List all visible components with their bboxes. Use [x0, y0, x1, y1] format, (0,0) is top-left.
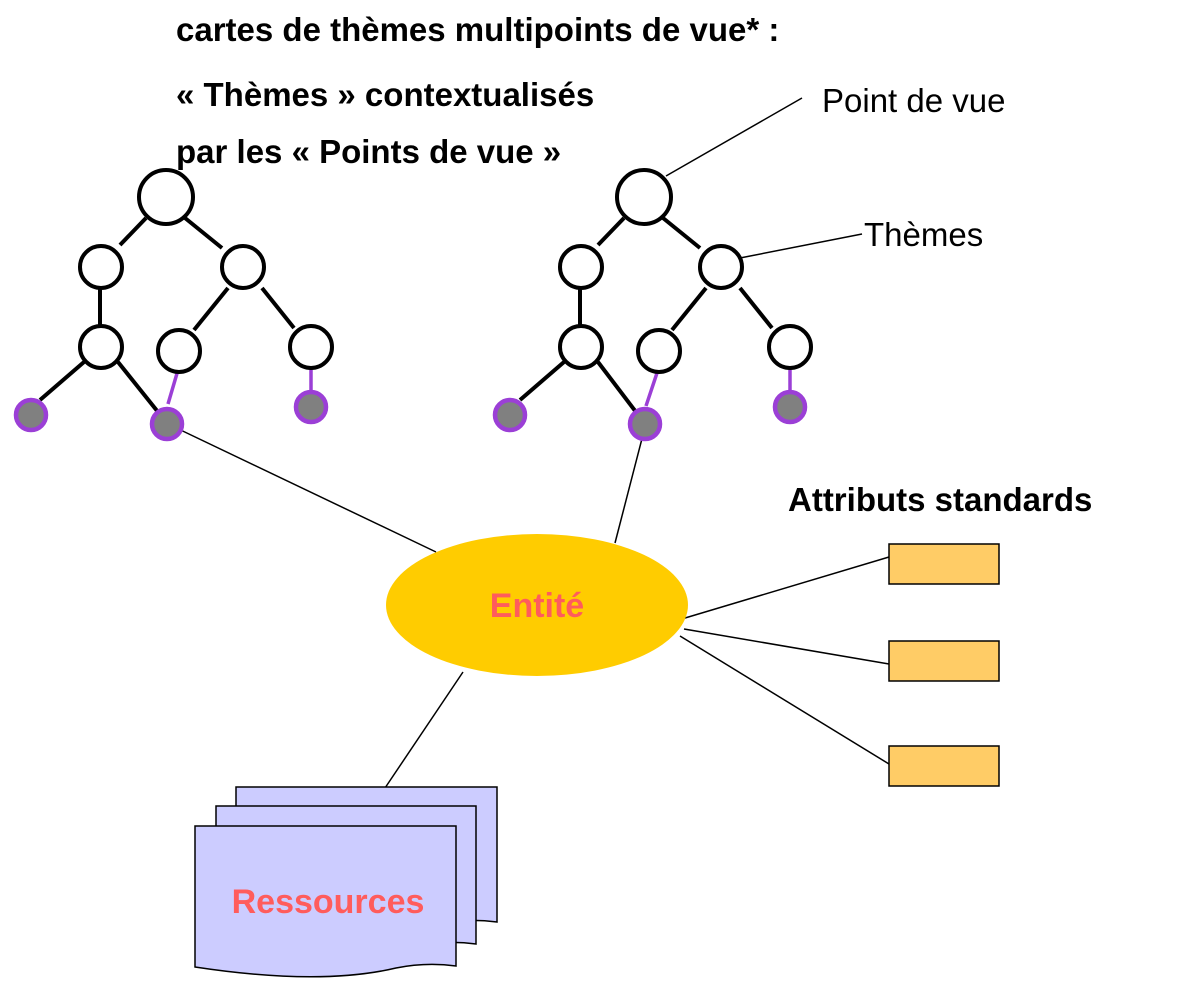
attribute-box	[888, 543, 1000, 585]
leaf-node	[772, 389, 808, 425]
attribute-box	[888, 745, 1000, 787]
attributs-standards-label: Attributs standards	[788, 481, 1092, 518]
topic-node	[767, 324, 813, 370]
leaf-node	[293, 389, 329, 425]
point-de-vue-pointer	[665, 97, 803, 177]
leaf-node	[149, 406, 185, 442]
topic-node	[558, 244, 604, 290]
title-line-3: par les « Points de vue »	[176, 133, 561, 170]
title-line-2: « Thèmes » contextualisés	[176, 76, 594, 113]
leaf-node	[13, 397, 49, 433]
topic-node	[698, 244, 744, 290]
title-line-1: cartes de thèmes multipoints de vue* :	[176, 11, 779, 48]
topic-node	[558, 324, 604, 370]
point-de-vue-label: Point de vue	[822, 82, 1005, 119]
topic-node	[288, 324, 334, 370]
link-entity-attr1	[674, 556, 890, 622]
viewpoint-node-1	[137, 168, 195, 226]
entity-label: Entité	[490, 587, 584, 625]
attribute-box	[888, 640, 1000, 682]
resource-page-front	[194, 825, 457, 978]
resources-stack	[194, 786, 498, 978]
resources-label: Ressources	[232, 883, 425, 921]
topic-node	[156, 328, 202, 374]
entity-ellipse	[386, 534, 688, 676]
topic-node	[78, 244, 124, 290]
viewpoint-node-2	[615, 168, 673, 226]
leaf-node	[627, 406, 663, 442]
topic-tree-2	[492, 168, 813, 442]
topic-tree-1	[13, 168, 334, 442]
link-entity-resources	[384, 671, 464, 789]
link-entity-attr2	[683, 628, 890, 665]
topic-node	[636, 328, 682, 374]
link-tree1-entity	[167, 423, 437, 553]
themes-pointer	[739, 233, 863, 259]
link-entity-attr3	[679, 635, 890, 765]
leaf-node	[492, 397, 528, 433]
topic-node	[78, 324, 124, 370]
topic-node	[220, 244, 266, 290]
link-tree2-entity	[614, 426, 646, 544]
themes-label: Thèmes	[864, 216, 983, 253]
